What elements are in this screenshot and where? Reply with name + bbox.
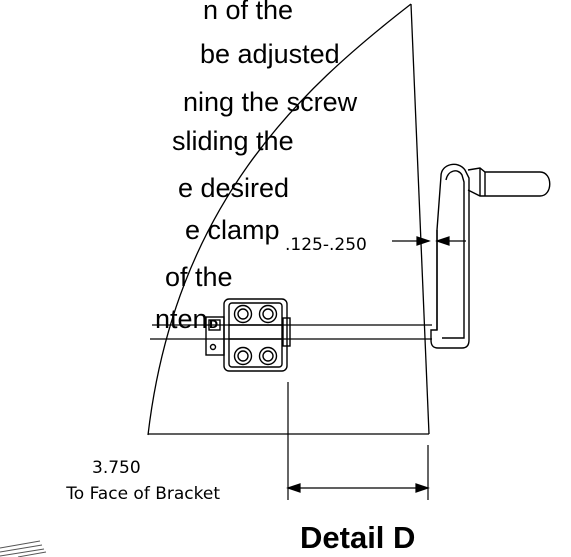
gap-dimension-label: .125-.250 [285, 235, 367, 255]
instruction-line: ning the screw [183, 87, 358, 117]
length-dimension [286, 382, 430, 500]
gap-dimension [392, 236, 466, 246]
instruction-line: e clamp [185, 215, 280, 245]
panel-right-edge [410, 3, 430, 435]
panel-arc [147, 3, 412, 436]
instruction-line: nten [155, 304, 208, 334]
instruction-line: of the [165, 262, 233, 292]
instruction-line: be adjusted [200, 39, 340, 69]
section-hatch-fragment [0, 540, 47, 557]
instruction-line: e desired [178, 173, 290, 203]
detail-title: Detail D [300, 520, 416, 555]
instruction-line: n of the [203, 0, 294, 25]
instruction-line: sliding the [172, 126, 294, 156]
shaft-clamp [205, 298, 291, 372]
length-dimension-value: 3.750 [92, 458, 141, 478]
crank-handle [430, 163, 551, 349]
clamp-letter: D [209, 318, 219, 331]
length-dimension-note: To Face of Bracket [66, 484, 220, 504]
